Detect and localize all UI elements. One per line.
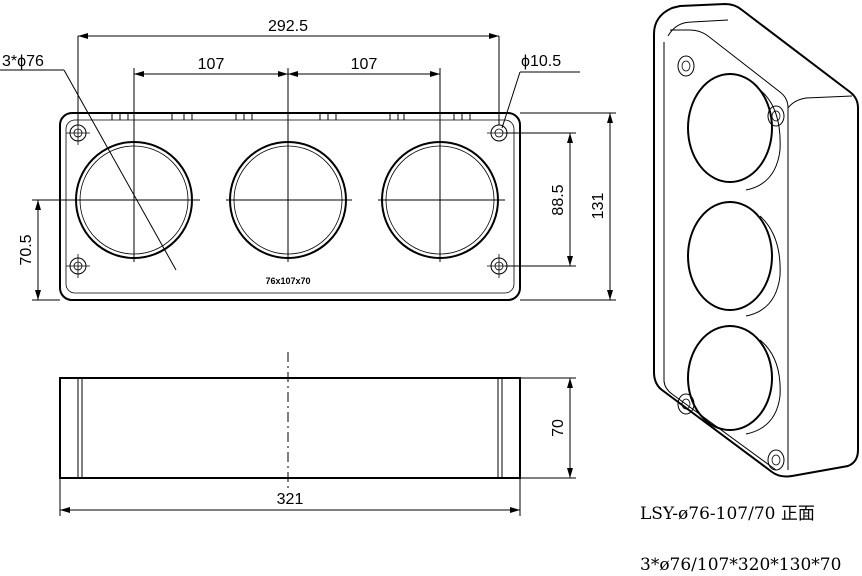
dim-hole-diameter: 3*ϕ76 — [2, 53, 44, 70]
iso-screw-tl — [677, 55, 695, 77]
front-inner-outline — [65, 119, 515, 294]
iso-screw-tr — [767, 105, 785, 127]
dimension-lines: 292.5 107 107 3*ϕ76 ϕ10.5 88.5 131 — [0, 18, 616, 301]
spec-caption: 3*ø76/107*320*130*70 — [640, 555, 841, 575]
front-label: 76x107x70 — [265, 276, 310, 286]
side-view: 70 321 — [59, 352, 576, 516]
iso-screw-br — [767, 449, 785, 471]
side-outline — [59, 377, 521, 479]
front-view: 76x107x70 — [59, 68, 521, 301]
model-caption: LSY-ø76-107/70 正面 — [640, 504, 815, 524]
dim-pitch-left: 107 — [198, 56, 225, 73]
iso-screw-bl — [677, 393, 695, 415]
dim-total-height: 131 — [590, 193, 607, 220]
dim-depth: 70 — [550, 419, 567, 437]
isometric-view — [653, 2, 859, 478]
box-outer — [653, 2, 859, 478]
front-outer-outline — [59, 112, 521, 301]
iso-hole-middle — [687, 201, 773, 311]
top-edge-ticks — [111, 112, 471, 120]
dim-center-height: 70.5 — [18, 234, 35, 265]
iso-hole-top — [687, 73, 773, 183]
dim-overall-span: 292.5 — [268, 18, 308, 35]
dim-screw-vertical: 88.5 — [550, 184, 567, 215]
iso-hole-bottom — [687, 325, 773, 431]
dim-length: 321 — [277, 491, 304, 508]
dim-pitch-right: 107 — [351, 56, 378, 73]
dim-screw-hole: ϕ10.5 — [521, 53, 561, 70]
